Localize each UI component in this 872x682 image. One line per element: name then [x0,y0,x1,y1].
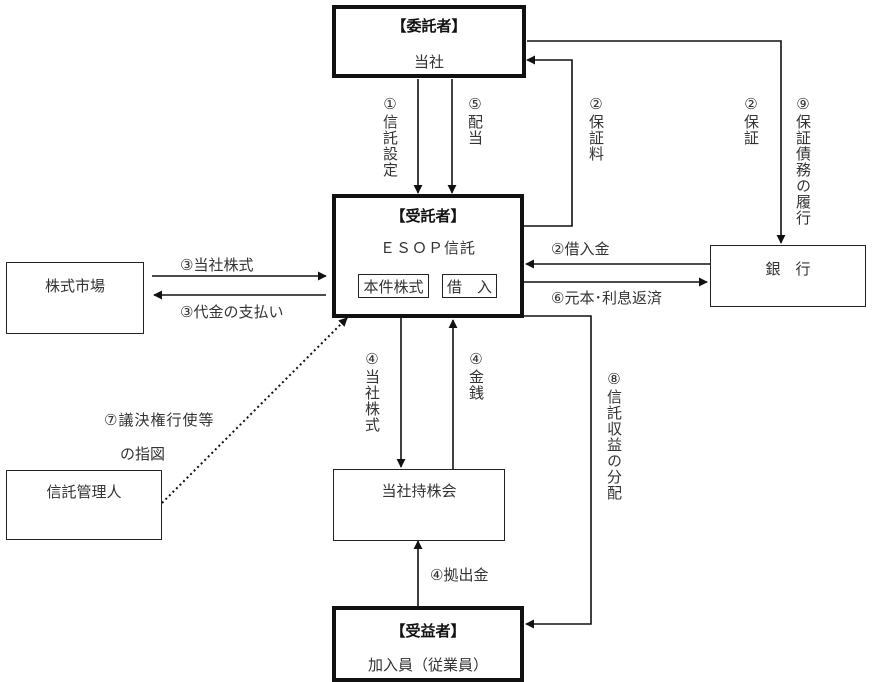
bank-name: 銀 行 [765,260,811,278]
bank-box: 銀 行 [710,245,866,307]
entruster-box: 【委託者】 当社 [332,5,526,78]
label-borrowing: ②借入金 [551,240,610,258]
shareholding-association-box: 当社持株会 [333,469,505,541]
label-contribution: ④拠出金 [430,566,489,584]
trustee-loan-label: 借 入 [442,274,497,298]
label-repayment: ⑥元本･利息返済 [551,289,662,307]
beneficiary-title: 【受益者】 [390,622,466,640]
trustee-box: 【受託者】 ＥＳＯＰ信託 本件株式 借 入 [332,194,524,318]
beneficiary-name: 加入員（従業員） [367,656,488,674]
label-guarantee: ②保証 [742,95,760,146]
label-trust-setting: ①信託設定 [381,95,399,178]
entruster-title: 【委託者】 [391,17,467,35]
label-voting-line2: の指図 [120,445,166,463]
label-payment: ③代金の支払い [180,303,284,321]
label-guarantee-fee: ②保証料 [587,95,605,162]
arrow-guarantee-fee [523,55,573,227]
trust-administrator-box: 信託管理人 [6,470,162,540]
trustee-asset-label: 本件株式 [358,274,429,298]
arrow-voting-instruction [161,317,348,504]
trustee-name: ＥＳＯＰ信託 [379,239,476,257]
label-guarantee-perform: ⑨保証債務の履行 [794,95,812,226]
label-trust-income: ⑧信託収益の分配 [605,370,623,501]
label-dividend: ⑤配当 [466,95,484,146]
label-shares-to-association: ④当社株式 [363,350,381,433]
stock-market-name: 株式市場 [44,277,105,295]
label-money: ④金銭 [467,350,485,401]
beneficiary-box: 【受益者】 加入員（従業員） [332,606,524,682]
stock-market-box: 株式市場 [6,262,144,334]
entruster-name: 当社 [413,53,444,71]
arrow-guarantee [527,40,786,244]
trust-administrator-name: 信託管理人 [46,483,122,501]
shareholding-association-name: 当社持株会 [381,482,457,500]
trustee-title: 【受託者】 [390,207,466,225]
arrow-trust-income [523,315,592,629]
label-voting-line1: ⑦議決権行使等 [104,411,215,429]
label-shares-buy: ③当社株式 [180,256,254,274]
